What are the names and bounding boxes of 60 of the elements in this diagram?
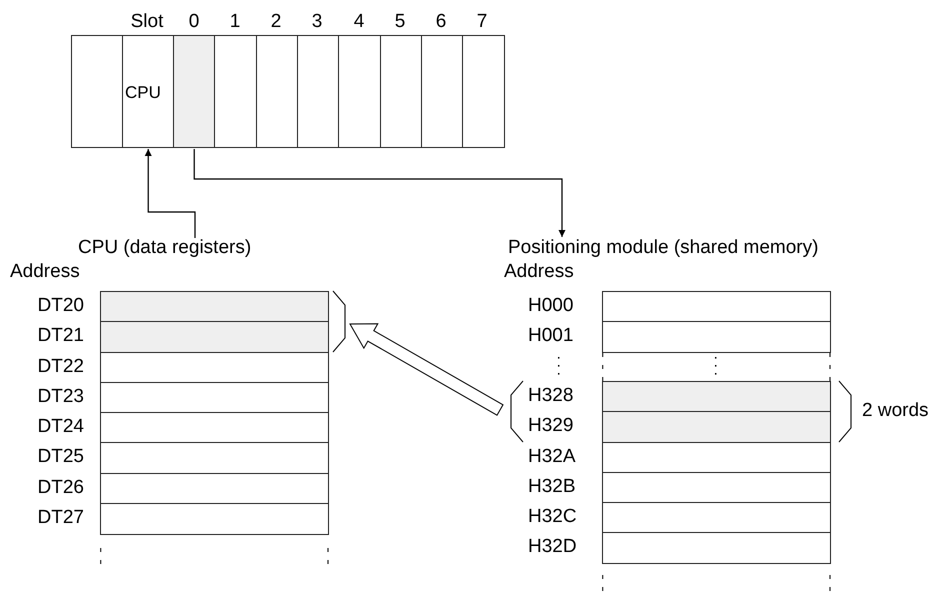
memory-word-cell [100,352,329,384]
address-label: DT23 [38,386,84,407]
memory-word-cell [602,532,831,564]
slot-number: 1 [230,12,240,32]
address-label: DT26 [38,478,84,498]
rack-slot [338,35,382,148]
address-label: DT25 [38,447,84,468]
rack-slot [380,35,422,148]
address-label: H32D [528,537,577,558]
address-heading: Address [10,262,80,282]
block-arrow [349,323,504,416]
slot-number: 5 [394,12,406,32]
rack-slot [214,35,258,148]
memory-word-cell [602,321,831,353]
slot-heading: Slot [130,12,164,32]
memory-area-title: CPU (data registers) [78,238,252,258]
address-label: H32A [528,446,576,467]
slot-number: 3 [312,12,322,32]
memory-word-cell [602,411,831,443]
rack-slot [297,35,340,148]
rack-slot [421,35,464,148]
address-label: H000 [528,296,574,316]
memory-word-cell [602,291,831,323]
word-count-label: 2 words [862,401,929,421]
address-label: H328 [528,386,574,406]
memory-word-cell [100,472,329,504]
memory-word-cell [602,381,831,413]
memory-word-cell [100,291,329,323]
memory-word-cell [602,442,831,474]
slot-number: 7 [476,12,488,32]
slot-number: 0 [188,12,200,32]
slot-number: 4 [354,12,364,32]
address-label: H32C [528,507,577,528]
address-label: DT24 [38,417,84,438]
address-label: DT22 [38,356,84,377]
rack-slot [71,35,124,148]
address-label: DT27 [38,508,84,528]
memory-word-cell [100,442,329,474]
address-label: DT20 [38,296,84,316]
memory-word-cell [100,321,329,353]
address-heading: Address [504,262,574,282]
address-label: DT21 [38,326,84,346]
memory-word-cell [602,472,831,504]
rack-slot [256,35,298,148]
rack-slot [122,35,174,148]
arrow [144,149,196,238]
slot-number: 6 [436,12,446,32]
slot-label: CPU [125,83,161,103]
rack-slot [462,35,504,148]
memory-word-cell [100,502,329,534]
address-label: H329 [528,416,574,436]
memory-word-cell [100,412,329,444]
address-label: H32B [528,476,576,497]
slot-number: 2 [270,12,282,32]
memory-area-title: Positioning module (shared memory) [508,238,818,258]
arrow [194,149,566,237]
rack-slot [173,35,216,148]
address-label: H001 [528,326,574,346]
memory-word-cell [100,382,329,414]
memory-word-cell [602,502,831,534]
